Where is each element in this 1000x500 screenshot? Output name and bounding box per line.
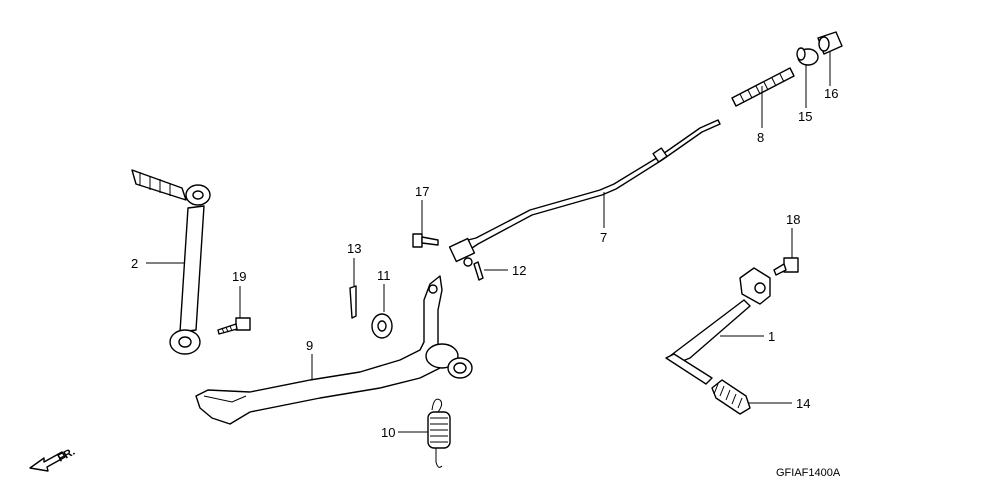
kick-starter-arm xyxy=(131,169,211,355)
leader-lines xyxy=(146,52,831,433)
callout-8: 8 xyxy=(757,130,764,145)
arrow-left-icon xyxy=(29,451,66,472)
cotter-pin-13 xyxy=(349,285,357,319)
callout-10: 10 xyxy=(381,425,395,440)
front-direction-indicator: FR. xyxy=(29,446,77,472)
callout-16: 16 xyxy=(824,86,838,101)
return-spring-10 xyxy=(427,398,451,468)
callout-9: 9 xyxy=(306,338,313,353)
joint-pin-12 xyxy=(473,261,484,281)
callout-19: 19 xyxy=(232,269,246,284)
adjusting-nut-16 xyxy=(817,31,843,55)
brake-rod xyxy=(448,119,721,267)
callout-18: 18 xyxy=(786,212,800,227)
bolt-19 xyxy=(217,317,251,335)
diagram-code: GFIAF1400A xyxy=(776,467,841,479)
callout-17: 17 xyxy=(415,184,429,199)
callout-14: 14 xyxy=(796,396,810,411)
callout-2: 2 xyxy=(131,256,138,271)
callout-13: 13 xyxy=(347,241,361,256)
spring-8 xyxy=(731,67,795,107)
brake-pedal xyxy=(195,275,473,425)
pin-17 xyxy=(412,233,439,248)
callout-7: 7 xyxy=(600,230,607,245)
joint-collar-15 xyxy=(796,47,819,66)
bolt-18 xyxy=(773,257,799,276)
callout-1: 1 xyxy=(768,329,775,344)
callout-12: 12 xyxy=(512,263,526,278)
callout-11: 11 xyxy=(377,268,391,283)
callout-15: 15 xyxy=(798,109,812,124)
front-direction-label: FR. xyxy=(56,446,77,465)
shift-rubber-14 xyxy=(711,379,751,415)
shift-lever xyxy=(665,267,771,385)
washer-11 xyxy=(371,313,393,339)
